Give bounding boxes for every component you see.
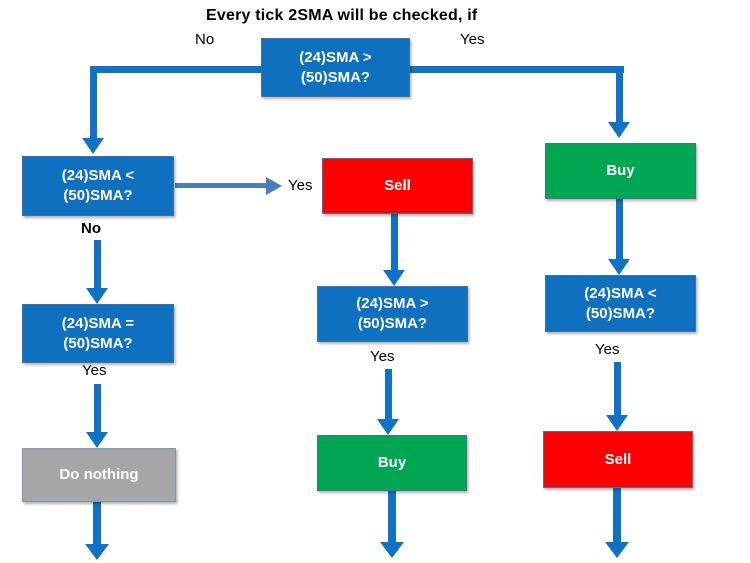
node-right-sell-label: Sell — [604, 450, 632, 468]
arrow-buy-to-rightlt-arrowhead — [608, 259, 630, 275]
connector-root-left-shaft — [90, 66, 97, 138]
node-left-eq-decision: (24)SMA = (50)SMA? — [22, 304, 174, 363]
connector-root-right-arrowhead — [608, 122, 630, 138]
branch-label-yes-right: Yes — [595, 341, 620, 358]
arrow-midbuy-exit-shaft — [388, 491, 396, 542]
node-mid-buy: Buy — [317, 435, 467, 491]
branch-label-yes-mid: Yes — [370, 348, 395, 365]
branch-label-yes-sell: Yes — [288, 177, 313, 194]
node-left-lt-line1: (24)SMA < — [61, 167, 135, 184]
node-right-buy: Buy — [545, 143, 696, 199]
node-root-decision: (24)SMA > (50)SMA? — [261, 38, 410, 97]
node-right-lt-line2: (50)SMA? — [585, 304, 656, 322]
node-mid-sell: Sell — [322, 158, 473, 214]
node-left-eq-line1: (24)SMA = — [61, 314, 135, 332]
arrow-rightsell-exit-shaft — [613, 488, 621, 542]
branch-label-yes-lefteq: Yes — [82, 362, 107, 379]
arrow-donothing-exit-shaft — [93, 502, 101, 544]
branch-label-yes-root: Yes — [460, 31, 485, 48]
branch-label-no-left: No — [81, 220, 101, 237]
node-mid-gt-line2: (50)SMA? — [357, 315, 428, 332]
node-root-line1: (24)SMA > — [299, 48, 372, 66]
node-right-lt-line1: (24)SMA < — [584, 284, 657, 302]
node-do-nothing: Do nothing — [22, 448, 176, 502]
node-mid-buy-label: Buy — [377, 454, 407, 471]
node-right-lt-decision: (24)SMA < (50)SMA? — [545, 275, 696, 332]
arrow-rightlt-to-sell-shaft — [614, 362, 621, 415]
node-left-lt-line2: (50)SMA? — [63, 187, 133, 204]
arrow-leftlt-to-sell-arrowhead — [266, 177, 282, 195]
arrow-rightlt-to-sell-arrowhead — [606, 415, 628, 431]
arrow-lefteq-to-donothing-shaft — [94, 384, 101, 432]
arrow-midbuy-exit-arrowhead — [380, 542, 404, 558]
node-right-buy-label: Buy — [606, 162, 635, 179]
node-root-line2: (50)SMA? — [300, 68, 371, 86]
arrow-leftlt-to-lefteq-shaft — [94, 240, 101, 288]
arrow-rightsell-exit-arrowhead — [605, 542, 629, 558]
arrow-buy-to-rightlt-shaft — [616, 199, 623, 259]
node-mid-gt-decision: (24)SMA > (50)SMA? — [317, 286, 468, 342]
arrow-leftlt-to-lefteq-arrowhead — [86, 288, 108, 304]
node-mid-sell-label: Sell — [384, 177, 411, 194]
node-do-nothing-label: Do nothing — [59, 466, 139, 483]
node-right-sell: Sell — [543, 431, 693, 488]
arrow-lefteq-to-donothing-arrowhead — [86, 432, 108, 448]
node-left-lt-decision: (24)SMA < (50)SMA? — [22, 156, 174, 216]
node-mid-gt-line1: (24)SMA > — [356, 295, 429, 312]
diagram-title: Every tick 2SMA will be checked, if — [206, 7, 478, 24]
arrow-sell-to-midgt-shaft — [391, 214, 398, 270]
node-left-eq-line2: (50)SMA? — [63, 334, 133, 352]
arrow-midgt-to-buy-shaft — [385, 369, 392, 419]
arrow-donothing-exit-arrowhead — [85, 544, 109, 560]
arrow-leftlt-to-sell-shaft — [175, 183, 266, 188]
arrow-midgt-to-buy-arrowhead — [377, 419, 399, 435]
arrow-sell-to-midgt-arrowhead — [383, 270, 405, 286]
connector-root-left-arrowhead — [82, 138, 104, 154]
connector-root-right-shaft — [616, 66, 623, 122]
branch-label-no-root: No — [195, 31, 215, 48]
